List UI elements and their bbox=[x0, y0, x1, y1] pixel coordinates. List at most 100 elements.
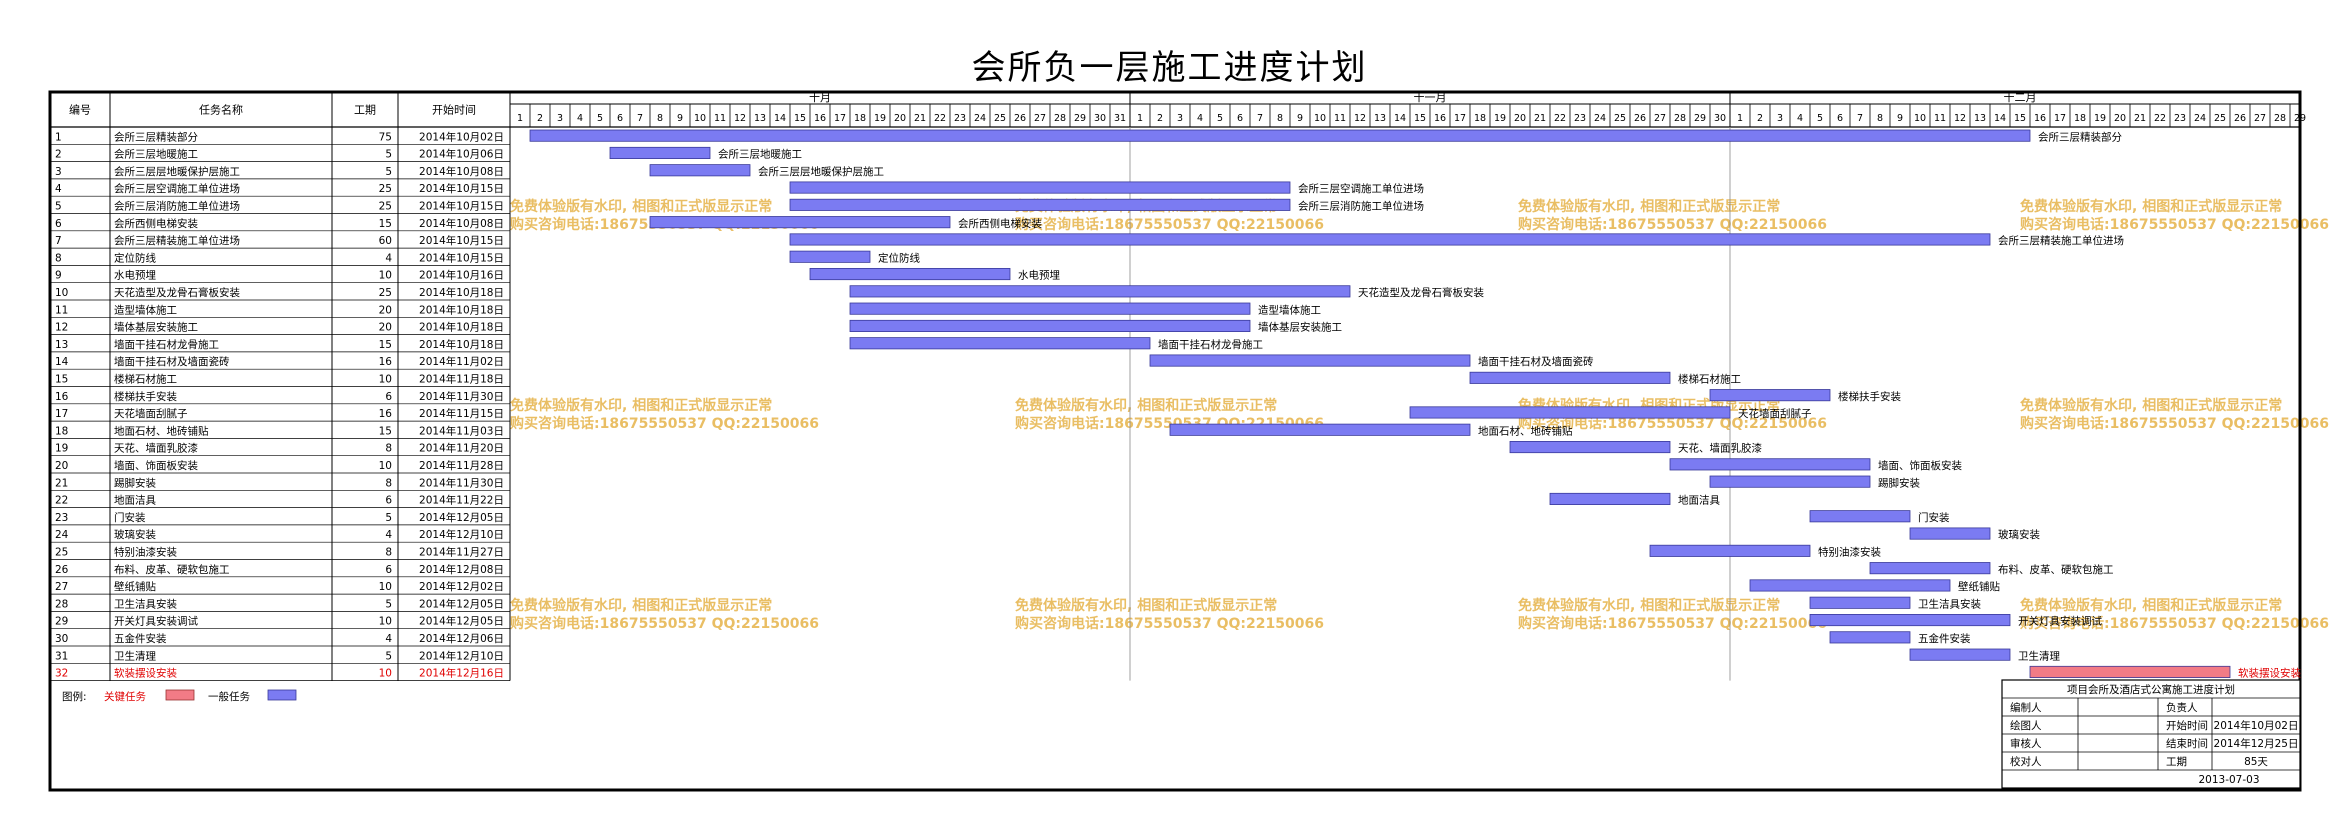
day-tick-label: 26 bbox=[1014, 113, 1026, 124]
task-start: 2014年11月15日 bbox=[419, 407, 504, 420]
task-bar bbox=[1469, 371, 1671, 384]
task-duration: 5 bbox=[385, 598, 392, 610]
day-tick-label: 11 bbox=[1934, 113, 1946, 124]
task-bar bbox=[1869, 562, 1991, 575]
task-duration: 10 bbox=[379, 616, 392, 628]
task-duration: 5 bbox=[385, 149, 392, 161]
day-tick-label: 12 bbox=[1354, 113, 1366, 124]
day-tick-label: 7 bbox=[637, 113, 643, 124]
task-bar-label: 地面洁具 bbox=[1678, 494, 1720, 507]
task-bar bbox=[1509, 440, 1671, 454]
task-duration: 8 bbox=[385, 477, 392, 489]
task-name: 会所三层地暖施工 bbox=[114, 148, 198, 161]
task-name: 会所三层空调施工单位进场 bbox=[114, 182, 240, 195]
day-tick-label: 31 bbox=[1114, 113, 1126, 124]
task-name: 造型墙体施工 bbox=[114, 303, 177, 316]
task-bar bbox=[789, 233, 1991, 246]
task-start: 2014年10月08日 bbox=[419, 165, 504, 178]
task-no: 28 bbox=[55, 598, 68, 610]
task-no: 32 bbox=[55, 668, 68, 680]
task-bar bbox=[1669, 458, 1871, 471]
watermark-line1: 免费体验版有水印, 相图和正式版显示正常 bbox=[1518, 597, 1780, 614]
day-tick-label: 14 bbox=[1994, 113, 2006, 124]
task-bar-label: 门安装 bbox=[1918, 511, 1950, 524]
task-bar bbox=[609, 146, 711, 160]
day-tick-label: 24 bbox=[974, 113, 986, 124]
day-tick-label: 18 bbox=[854, 113, 866, 124]
task-bar-label: 会所三层层地暖保护层施工 bbox=[758, 165, 884, 178]
task-bar-label: 五金件安装 bbox=[1918, 632, 1971, 645]
task-bar bbox=[649, 164, 751, 177]
task-duration: 10 bbox=[379, 581, 392, 593]
task-bar bbox=[1169, 423, 1471, 436]
month-label: 十月 bbox=[809, 90, 831, 104]
day-tick-label: 28 bbox=[2274, 113, 2286, 124]
task-bar bbox=[529, 129, 2031, 142]
task-start: 2014年10月06日 bbox=[419, 148, 504, 161]
watermark-line2: 购买咨询电话:18675550537 QQ:22150066 bbox=[1015, 615, 1324, 632]
legend-normal-swatch bbox=[267, 689, 297, 701]
task-no: 22 bbox=[55, 495, 68, 507]
day-tick-label: 4 bbox=[577, 113, 583, 124]
day-tick-label: 23 bbox=[1574, 113, 1586, 124]
task-no: 6 bbox=[55, 218, 62, 230]
task-no: 5 bbox=[55, 201, 62, 213]
task-duration: 15 bbox=[379, 339, 392, 351]
task-start: 2014年10月18日 bbox=[419, 286, 504, 299]
day-tick-label: 21 bbox=[1534, 113, 1546, 124]
watermark-line2: 购买咨询电话:18675550537 QQ:22150066 bbox=[1015, 216, 1324, 233]
task-duration: 6 bbox=[385, 391, 392, 403]
day-tick-label: 29 bbox=[1694, 113, 1706, 124]
task-duration: 4 bbox=[385, 633, 392, 645]
watermark-line2: 购买咨询电话:18675550537 QQ:22150066 bbox=[510, 415, 819, 432]
day-tick-label: 21 bbox=[914, 113, 926, 124]
task-no: 30 bbox=[55, 633, 68, 645]
day-tick-label: 1 bbox=[517, 113, 523, 124]
task-start: 2014年10月15日 bbox=[419, 234, 504, 247]
task-no: 19 bbox=[55, 443, 68, 455]
day-tick-label: 13 bbox=[1974, 113, 1986, 124]
info-cell: 负责人 bbox=[2166, 701, 2198, 714]
task-bar bbox=[1829, 631, 1911, 644]
task-start: 2014年11月27日 bbox=[419, 546, 504, 559]
day-tick-label: 19 bbox=[1494, 113, 1506, 124]
task-bar-label: 墙面干挂石材龙骨施工 bbox=[1158, 338, 1263, 351]
task-start: 2014年11月28日 bbox=[419, 459, 504, 472]
task-bar bbox=[1409, 406, 1731, 419]
day-tick-label: 14 bbox=[774, 113, 786, 124]
task-bar-label: 造型墙体施工 bbox=[1258, 303, 1321, 316]
task-bar bbox=[789, 250, 871, 263]
day-tick-label: 27 bbox=[1034, 113, 1046, 124]
watermark-line2: 购买咨询电话:18675550537 QQ:22150066 bbox=[510, 615, 819, 632]
task-name: 卫生洁具安装 bbox=[114, 597, 177, 610]
watermark-line1: 免费体验版有水印, 相图和正式版显示正常 bbox=[2020, 397, 2282, 414]
task-duration: 15 bbox=[379, 425, 392, 437]
header-name: 任务名称 bbox=[199, 103, 243, 117]
info-box-title: 项目会所及酒店式公寓施工进度计划 bbox=[2067, 683, 2235, 696]
task-bar bbox=[1149, 354, 1471, 367]
task-no: 12 bbox=[55, 322, 68, 334]
day-tick-label: 9 bbox=[1297, 113, 1303, 124]
task-name: 地面洁具 bbox=[114, 494, 156, 507]
day-tick-label: 21 bbox=[2134, 113, 2146, 124]
info-cell: 编制人 bbox=[2010, 701, 2042, 714]
task-bar-label: 会所三层精装施工单位进场 bbox=[1998, 234, 2124, 247]
task-duration: 20 bbox=[379, 322, 392, 334]
task-no: 13 bbox=[55, 339, 68, 351]
watermark-line2: 购买咨询电话:18675550537 QQ:22150066 bbox=[2020, 415, 2329, 432]
day-tick-label: 29 bbox=[1074, 113, 1086, 124]
task-name: 楼梯扶手安装 bbox=[114, 390, 177, 403]
task-bar-label: 楼梯扶手安装 bbox=[1838, 390, 1901, 403]
header-start: 开始时间 bbox=[432, 103, 476, 117]
task-duration: 10 bbox=[379, 668, 392, 680]
day-tick-label: 3 bbox=[1777, 113, 1783, 124]
task-name: 会所三层精装施工单位进场 bbox=[114, 234, 240, 247]
task-no: 31 bbox=[55, 650, 68, 662]
watermark-line1: 免费体验版有水印, 相图和正式版显示正常 bbox=[510, 597, 772, 614]
day-tick-label: 18 bbox=[2074, 113, 2086, 124]
task-no: 15 bbox=[55, 374, 68, 386]
task-name: 布料、皮革、硬软包施工 bbox=[114, 563, 230, 576]
task-start: 2014年12月06日 bbox=[419, 632, 504, 645]
watermark-line1: 免费体验版有水印, 相图和正式版显示正常 bbox=[1518, 198, 1780, 215]
